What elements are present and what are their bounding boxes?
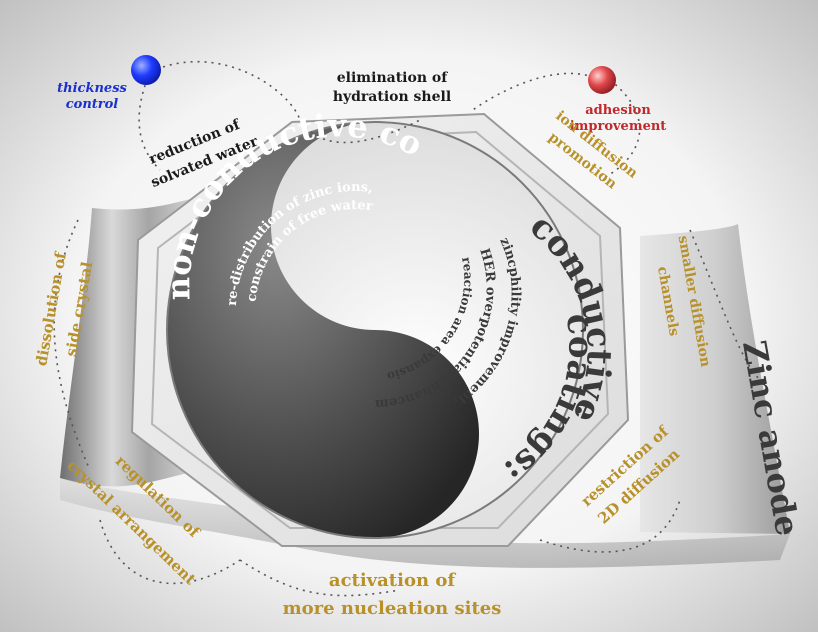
elimination-label-2: hydration shell [333,89,451,105]
adhesion-label-2: improvement [570,119,667,134]
activation-label-1: activation of [329,570,456,591]
blue-sphere-icon [131,55,161,85]
yin-yang-disc [166,121,584,539]
zinc-sheet-right [640,224,790,534]
thickness-label-2: control [66,97,119,112]
red-sphere-icon [588,66,616,94]
dotted-paths [53,60,761,597]
elimination-label-1: elimination of [337,70,448,86]
activation-label-2: more nucleation sites [283,598,502,619]
adhesion-label-1: adhesion [585,103,651,118]
yin-yang-dark [167,122,479,538]
thickness-label-1: thickness [57,81,127,96]
octagon-inner-edge [150,130,610,529]
zinc-sheet-bottom [60,478,790,568]
